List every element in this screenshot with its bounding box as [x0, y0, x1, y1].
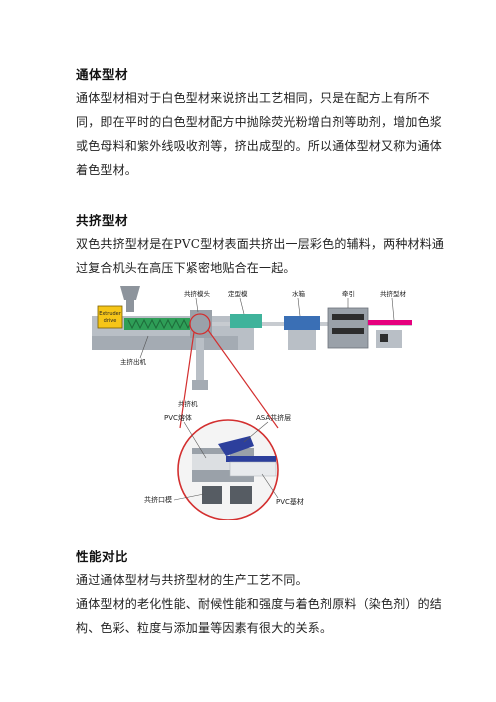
section-paragraph-through-color: 通体型材相对于白色型材来说挤出工艺相同，只是在配方上有所不 同，即在平时的白色型… [76, 86, 443, 182]
coextrusion-diagram: Extruder drive 共挤模头 定型模 水箱 [92, 286, 412, 520]
asa-layer-coating [226, 456, 276, 462]
haul-off-belt-bottom [332, 328, 364, 334]
callout-line-left [179, 331, 195, 429]
paragraph-line: 通体型材的老化性能、耐候性能和强度与着色剂原料（染色剂）的结 [76, 597, 443, 611]
section-heading-coextruded: 共挤型材 [76, 213, 129, 228]
leader-sizing-die [239, 297, 245, 315]
leader-pvc-substrate [261, 473, 279, 499]
coextrusion-head-callout [189, 313, 211, 335]
leader-coextrusion-head [195, 297, 199, 313]
extruder-drive-box [97, 305, 123, 329]
cutter-unit [376, 330, 402, 348]
coextruded-profile-output [368, 320, 412, 325]
leader-water-tank [297, 297, 301, 317]
section-heading-through-color: 通体型材 [76, 67, 129, 82]
leader-asa-layer [243, 421, 269, 443]
sizing-die-support [238, 328, 254, 350]
section-paragraph-performance: 通过通体型材与共挤型材的生产工艺不同。 通体型材的老化性能、耐候性能和强度与着色… [76, 568, 443, 640]
paragraph-line: 通体型材相对于白色型材来说挤出工艺相同，只是在配方上有所不 [76, 91, 430, 105]
cutter-window [380, 334, 388, 342]
label-water-tank: 水箱 [292, 289, 306, 298]
paragraph-line: 通过通体型材与共挤型材的生产工艺不同。 [76, 573, 308, 587]
label-sizing-die: 定型模 [228, 289, 248, 298]
label-coextruded-profile: 共挤型材 [380, 289, 407, 298]
label-pvc-substrate: PVC基材 [276, 497, 304, 506]
paragraph-line: 或色母料和紫外线吸收剂等，挤出成型的。所以通体型材又称为通体 [76, 139, 443, 153]
water-tank-support [288, 330, 316, 350]
label-main-extruder: 主挤出机 [120, 357, 147, 366]
label-coextrusion-head: 共挤模头 [184, 289, 211, 298]
co-extruder-pipe [196, 338, 204, 380]
sizing-die [230, 314, 262, 328]
leader-main-extruder [139, 335, 149, 359]
leader-coextrusion-die [173, 493, 205, 501]
leader-pvc-melt [183, 421, 207, 459]
section-paragraph-coextruded: 双色共挤型材是在PVC型材表面共挤出一层彩色的辅料，两种材料通 过复合机头在高压… [76, 232, 445, 280]
main-extruder-barrel [124, 318, 198, 330]
paragraph-line: 构、色彩、粒度与添加量等因素有很大的关系。 [76, 621, 333, 635]
callout-line-right [207, 329, 279, 429]
label-haul-off: 牵引 [342, 289, 355, 298]
hopper-neck [126, 300, 134, 312]
machine-base-bottom [92, 336, 238, 350]
paragraph-line: 同，即在平时的白色型材配方中抛除荧光粉增白剂等助剂，增加色浆 [76, 115, 443, 129]
screw-flights [127, 318, 193, 330]
pvc-substrate-output [229, 461, 277, 477]
die-block-lower-left [202, 486, 222, 504]
paragraph-line: 着色型材。 [76, 163, 138, 177]
paragraph-line: 双色共挤型材是在PVC型材表面共挤出一层彩色的辅料，两种材料通 [76, 237, 445, 251]
hopper [120, 286, 140, 300]
haul-off-belt-top [332, 314, 364, 320]
extruder-drive-label-2: drive [104, 318, 117, 324]
die-block-lower-right [230, 486, 252, 504]
leader-coextruded-profile [391, 297, 395, 321]
water-tank [284, 316, 320, 330]
paragraph-line: 过复合机头在高压下紧密地贴合在一起。 [76, 261, 296, 275]
section-heading-performance: 性能对比 [76, 549, 129, 564]
label-coextrusion-die: 共挤口模 [144, 495, 172, 504]
label-co-extruder: 共挤机 [178, 399, 198, 408]
pvc-melt-inflow [192, 454, 230, 470]
label-pvc-melt: PVC熔体 [164, 413, 192, 422]
extruder-drive-label-1: Extruder [99, 311, 122, 317]
co-extruder-base [192, 380, 208, 390]
label-asa-layer: ASA共挤层 [256, 413, 291, 422]
